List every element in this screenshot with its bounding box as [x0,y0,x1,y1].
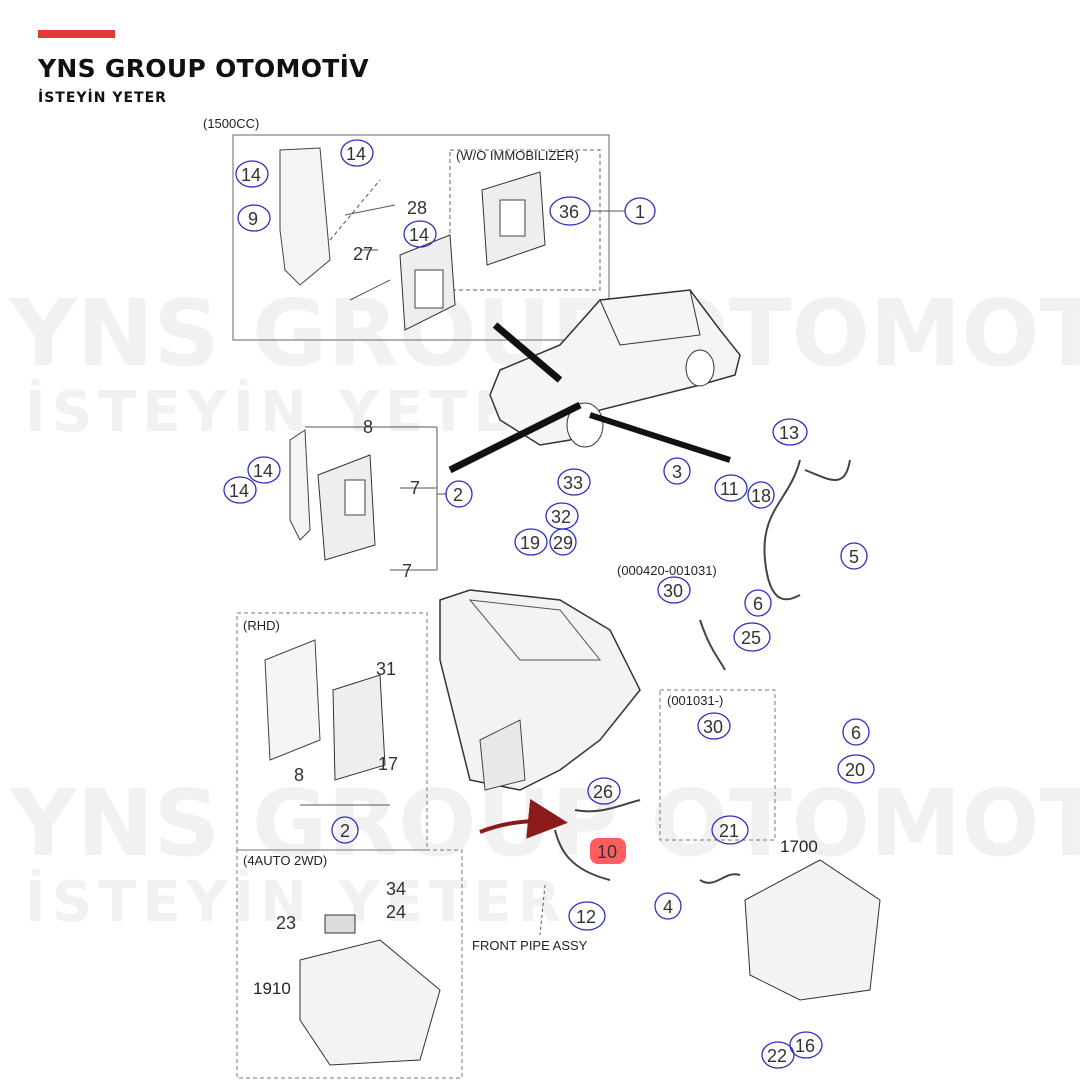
callout-8: 8 [363,417,373,437]
part-1700: 1700 [780,837,818,856]
callout-numbers: 14 14 9 28 27 14 36 1 8 7 7 2 14 14 33 3… [229,144,865,1066]
brand-accent-bar [38,30,115,38]
callouts [223,139,875,1069]
part-1910: 1910 [253,979,291,998]
callout-3: 3 [672,462,682,482]
car-illustration [448,289,741,474]
callout-33: 33 [563,473,583,493]
callout-25: 25 [741,628,761,648]
callout-20: 20 [845,760,865,780]
callout-14e: 14 [229,481,249,501]
callout-26: 26 [593,782,613,802]
ecu-module [399,234,456,331]
callout-28: 28 [407,198,427,218]
ecu-rhd-group: (RHD) [236,612,428,851]
callout-6b: 6 [851,723,861,743]
callout-16: 16 [795,1036,815,1056]
label-auto-2wd: (4AUTO 2WD) [243,853,327,868]
callout-14b: 14 [346,144,366,164]
callout-4: 4 [663,897,673,917]
callout-11: 11 [720,479,739,499]
box-rhd [236,612,428,851]
ecu-lhd-group [289,426,447,571]
transmission-auto-group: (4AUTO 2WD) 1910 [236,849,463,1079]
label-front-pipe: FRONT PIPE ASSY [472,938,588,953]
callout-30b: 30 [703,717,723,737]
callout-21: 21 [719,821,739,841]
callout-31: 31 [376,659,396,679]
callout-18: 18 [751,486,771,506]
callout-7b: 7 [402,561,412,581]
box-1500cc [232,134,610,341]
transmission-manual: 1700 [744,837,881,1001]
callout-6a: 6 [753,594,763,614]
callout-36: 36 [559,202,579,222]
watermark-line2-b: İSTEYİN YETER [25,870,567,935]
box-auto-2wd [236,849,463,1079]
callout-23: 23 [276,913,296,933]
box-wo-immobilizer [449,149,601,291]
callout-14c: 14 [409,225,429,245]
highlight-arrow [479,798,568,839]
callout-10: 10 [597,842,617,862]
brand-subtitle: İSTEYİN YETER [38,90,167,106]
callout-29: 29 [553,533,573,553]
callout-13: 13 [779,423,799,443]
brand-title: YNS GROUP OTOMOTİV [38,54,369,83]
callout-1: 1 [635,202,645,222]
callout-17: 17 [378,754,398,774]
callout-30a: 30 [663,581,683,601]
label-rhd: (RHD) [243,618,280,633]
callout-2b: 2 [340,821,350,841]
engine-block [439,589,641,791]
callout-2a: 2 [453,485,463,505]
highlight-part-10 [590,838,626,864]
callout-34: 34 [386,879,406,899]
callout-9: 9 [248,209,258,229]
callout-24: 24 [386,902,406,922]
callout-14d: 14 [253,461,273,481]
callout-27: 27 [353,244,373,264]
callout-19: 19 [520,533,540,553]
callout-14a: 14 [241,165,261,185]
label-range-2: (001031-) [667,693,723,708]
callout-12: 12 [576,907,596,927]
label-1500cc: (1500CC) [203,116,259,131]
ecu-1500cc-group: (1500CC) (W/O IMMOBILIZER) [203,116,625,341]
ecu-module-immobilizer [481,171,546,266]
watermark-line2: İSTEYİN YETER [25,380,567,445]
callout-7a: 7 [410,478,420,498]
callout-32: 32 [551,507,571,527]
box-range-2 [659,689,776,841]
callout-22: 22 [767,1046,787,1066]
label-wo-immobilizer: (W/O IMMOBILIZER) [456,148,579,163]
callout-5: 5 [849,547,859,567]
callout-8b: 8 [294,765,304,785]
label-range-1: (000420-001031) [617,563,717,578]
bracket-part-9 [279,147,331,286]
